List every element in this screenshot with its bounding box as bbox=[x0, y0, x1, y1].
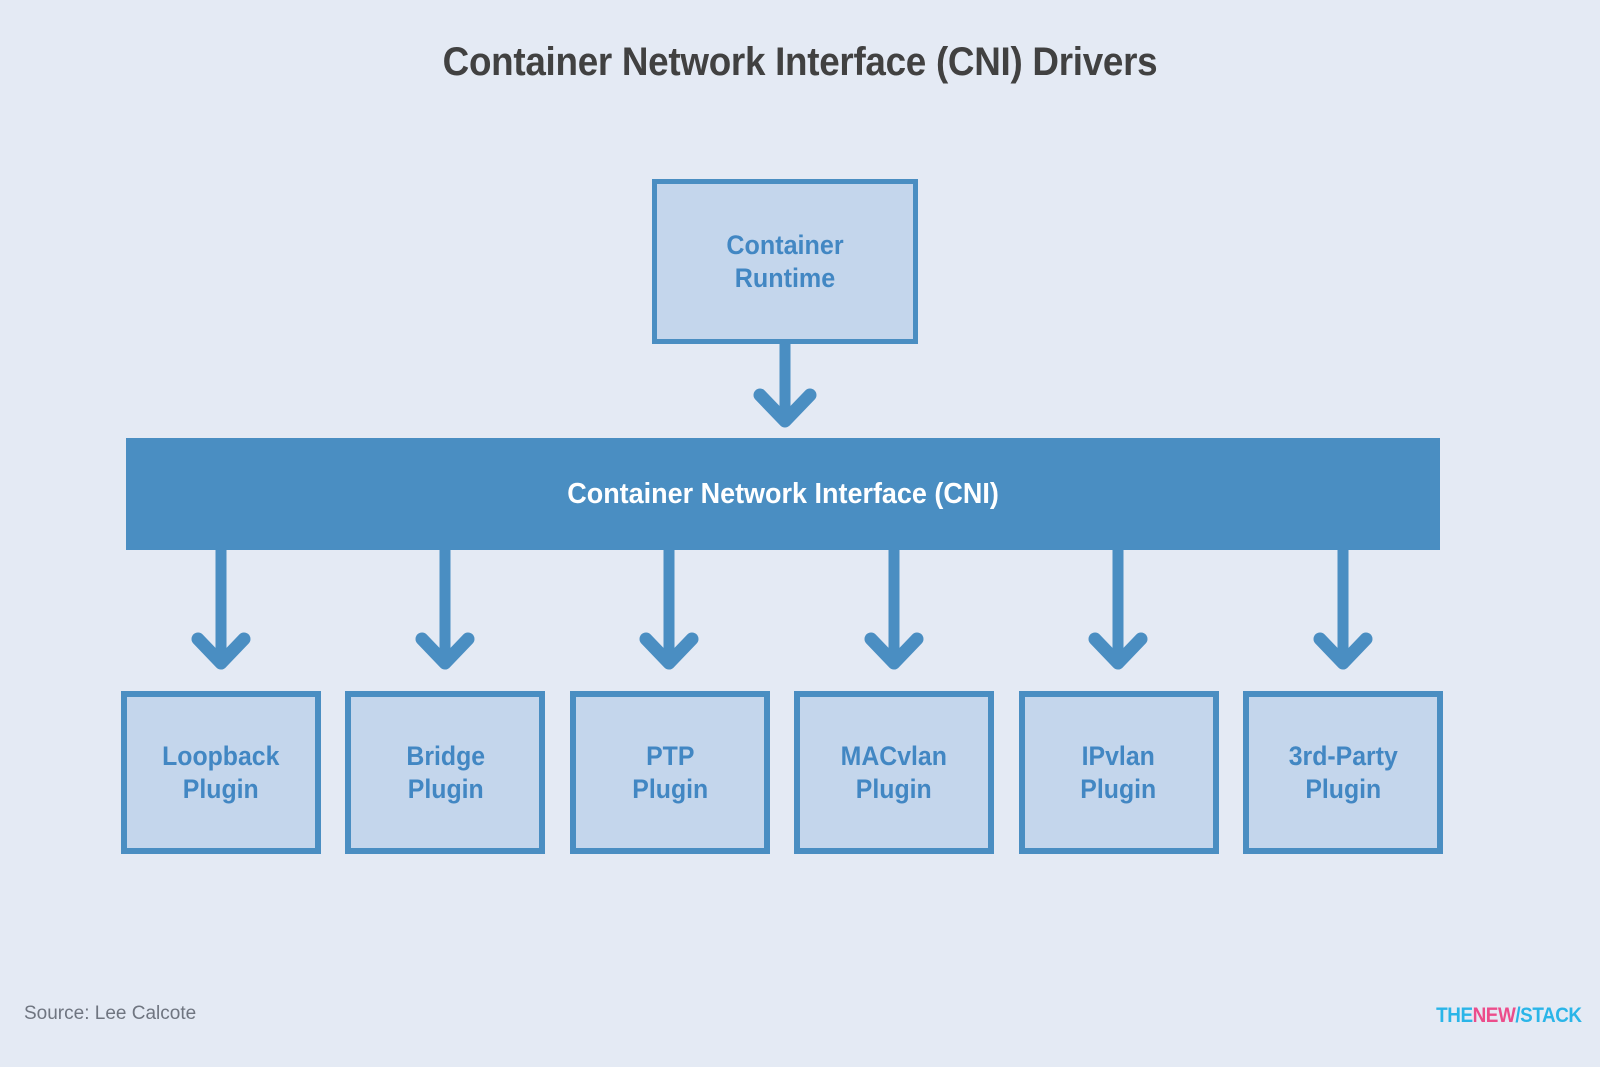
plugin-node-3rd-party: 3rd-Party Plugin bbox=[1242, 691, 1443, 854]
plugin-row: Loopback Plugin Bridge Plugin PTP Plugin… bbox=[121, 691, 1443, 854]
plugin-node-ptp: PTP Plugin bbox=[569, 691, 770, 854]
plugin-node-ipvlan: IPvlan Plugin bbox=[1018, 691, 1219, 854]
arrowhead-cni-to-loopback bbox=[191, 632, 251, 670]
page-title: Container Network Interface (CNI) Driver… bbox=[442, 40, 1158, 84]
arrowhead-cni-to-macvlan bbox=[864, 632, 924, 670]
logo-part-slash: / bbox=[1515, 1004, 1521, 1027]
arrowhead-cni-to-ipvlan bbox=[1088, 632, 1148, 670]
plugin-label: 3rd-Party Plugin bbox=[1288, 741, 1398, 804]
plugin-label: Bridge Plugin bbox=[406, 741, 485, 804]
plugin-label: MACvlan Plugin bbox=[841, 741, 948, 804]
plugin-label: Loopback Plugin bbox=[162, 741, 280, 804]
logo-part-stack: STACK bbox=[1520, 1004, 1583, 1027]
logo-part-new: NEW bbox=[1472, 1004, 1516, 1027]
cni-interface-label: Container Network Interface (CNI) bbox=[567, 477, 999, 510]
arrowhead-cni-to-bridge bbox=[415, 632, 475, 670]
plugin-label: PTP Plugin bbox=[631, 741, 708, 804]
thenewstack-logo: THENEW/STACK bbox=[1436, 1004, 1583, 1028]
plugin-node-loopback: Loopback Plugin bbox=[121, 691, 321, 854]
arrowhead-runtime-to-cni bbox=[753, 388, 817, 428]
arrowhead-cni-to-ptp bbox=[639, 632, 699, 670]
source-attribution: Source: Lee Calcote bbox=[24, 1003, 197, 1024]
arrowhead-cni-to-3rd-party bbox=[1313, 632, 1373, 670]
logo-part-the: THE bbox=[1436, 1004, 1474, 1027]
container-runtime-node: Container Runtime bbox=[652, 179, 918, 344]
container-runtime-label: Container Runtime bbox=[726, 229, 844, 293]
plugin-node-bridge: Bridge Plugin bbox=[345, 691, 546, 854]
plugin-node-macvlan: MACvlan Plugin bbox=[794, 691, 995, 854]
cni-interface-bar: Container Network Interface (CNI) bbox=[126, 438, 1440, 550]
plugin-label: IPvlan Plugin bbox=[1080, 741, 1157, 804]
